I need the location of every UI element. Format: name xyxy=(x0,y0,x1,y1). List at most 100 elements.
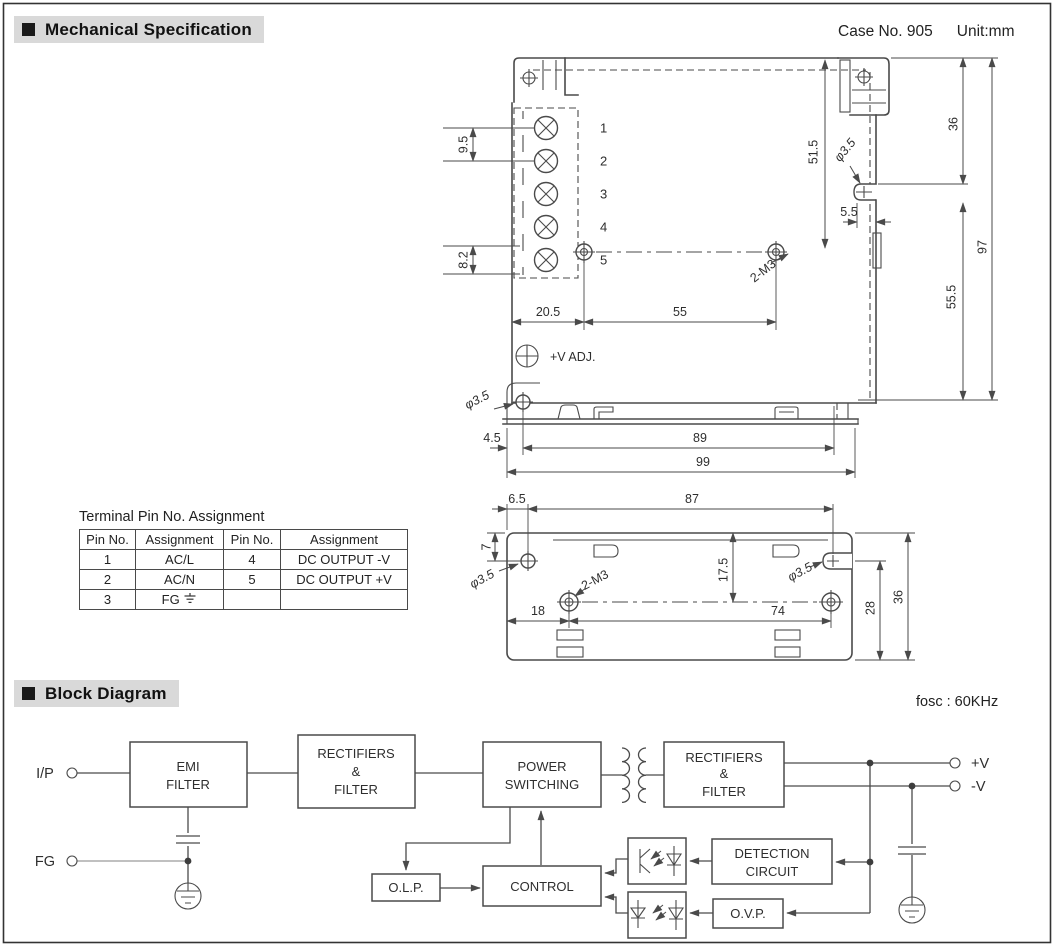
bottom-view-dimensions: 6.5 87 7 φ3.5 2-M3 17.5 φ3.5 18 74 xyxy=(467,492,915,661)
optocoupler-icon xyxy=(627,891,687,939)
fg-terminal-label: FG xyxy=(35,854,55,870)
dim-label: φ3.5 xyxy=(831,136,858,165)
box-label: RECTIFIERS xyxy=(317,746,395,761)
box-label: FILTER xyxy=(166,777,210,792)
pin-number: 5 xyxy=(600,253,607,268)
earth-ground-icon xyxy=(174,882,202,910)
pin-assignment-table: Pin No. Assignment Pin No. Assignment 1 … xyxy=(79,529,408,610)
input-terminal-icon xyxy=(66,767,78,779)
dim-label: 55 xyxy=(673,305,687,319)
terminal-pin-assignment: Terminal Pin No. Assignment Pin No. Assi… xyxy=(79,509,409,610)
case-outline xyxy=(502,57,890,425)
box-label: SWITCHING xyxy=(505,777,579,792)
bottom-case-outline xyxy=(506,532,866,661)
table-row: 2 AC/N 5 DC OUTPUT +V xyxy=(79,569,408,590)
negative-output-terminal-icon xyxy=(949,780,961,792)
front-view-dimensions: 9.5 8.2 51.5 φ3.5 5.5 36 55.5 97 xyxy=(443,57,998,478)
optocoupler-icon xyxy=(627,837,687,885)
base-hole-icon xyxy=(513,392,533,412)
box-label: FILTER xyxy=(334,782,378,797)
block-diagram-header: Block Diagram xyxy=(14,680,179,707)
terminal-screw-icon xyxy=(533,115,559,141)
dim-label: 18 xyxy=(531,604,545,618)
box-label: & xyxy=(720,766,729,781)
section-bullet-icon xyxy=(22,23,35,36)
assignment-cell: DC OUTPUT -V xyxy=(280,549,408,570)
box-label: RECTIFIERS xyxy=(685,750,763,765)
output-rectifier-box: RECTIFIERS & FILTER xyxy=(663,741,785,808)
dim-label: 74 xyxy=(771,604,785,618)
pin-table-title: Terminal Pin No. Assignment xyxy=(79,509,265,525)
case-info: Case No. 905 Unit:mm xyxy=(838,23,1014,41)
dim-label: 55.5 xyxy=(945,285,959,309)
detection-circuit-box: DETECTION CIRCUIT xyxy=(711,838,833,885)
y-capacitor-icon xyxy=(176,835,200,844)
pin-number: 2 xyxy=(600,154,607,169)
block-diagram-title: Block Diagram xyxy=(45,683,167,703)
terminal-screw-icon xyxy=(533,148,559,174)
terminal-block: 1 2 3 4 5 xyxy=(513,107,607,279)
transformer-icon xyxy=(621,747,647,804)
pin-no-cell: 3 xyxy=(79,589,136,610)
junction-dot xyxy=(184,857,192,865)
pin-number: 4 xyxy=(600,220,607,235)
pin-number: 3 xyxy=(600,187,607,202)
dim-label: 36 xyxy=(892,590,906,604)
dim-label: 4.5 xyxy=(483,431,500,445)
input-terminal-label: I/P xyxy=(36,766,54,782)
dim-label: φ3.5 xyxy=(785,560,814,584)
terminal-screw-icon xyxy=(533,214,559,240)
side-hole-center-mark xyxy=(856,186,872,198)
junction-dot xyxy=(866,759,874,767)
case-number: Case No. 905 xyxy=(838,23,933,40)
box-label: DETECTION xyxy=(734,846,809,861)
voltage-adjust-pot: +V ADJ. xyxy=(515,344,596,368)
junction-dot xyxy=(908,782,916,790)
dim-label: φ3.5 xyxy=(462,388,491,412)
dim-label: 20.5 xyxy=(536,305,560,319)
negative-output-label: -V xyxy=(971,779,986,795)
box-label: FILTER xyxy=(702,784,746,799)
olp-box: O.L.P. xyxy=(371,873,441,902)
mounting-hole-icon xyxy=(819,590,843,614)
unit-label: Unit:mm xyxy=(956,23,1015,40)
assignment-cell xyxy=(280,589,408,610)
vent-slots xyxy=(556,544,801,658)
earth-ground-icon xyxy=(184,593,196,603)
dim-label: 51.5 xyxy=(807,140,821,164)
dim-label: 17.5 xyxy=(717,558,731,582)
terminal-screw-icon xyxy=(533,247,559,273)
table-header-row: Pin No. Assignment Pin No. Assignment xyxy=(79,529,408,550)
dim-label: 89 xyxy=(693,431,707,445)
corner-hole-icon xyxy=(855,68,873,86)
mechanical-specification-title: Mechanical Specification xyxy=(45,19,252,39)
box-label: O.V.P. xyxy=(730,906,765,921)
case-hidden-edges xyxy=(533,69,871,419)
dim-label: 97 xyxy=(976,240,990,254)
dim-label: 9.5 xyxy=(457,136,471,153)
dim-label: φ3.5 xyxy=(467,567,496,591)
earth-ground-icon xyxy=(898,896,926,924)
pin-number: 1 xyxy=(600,121,607,136)
box-label: EMI xyxy=(176,759,199,774)
mechanical-specification-header: Mechanical Specification xyxy=(14,16,264,43)
base-hole-icon xyxy=(518,551,538,571)
dim-label: 87 xyxy=(685,492,699,506)
wires xyxy=(77,759,950,917)
dim-label: 99 xyxy=(696,455,710,469)
table-row: 3 FG xyxy=(79,589,408,610)
dim-label: 5.5 xyxy=(840,205,857,219)
block-diagram: I/P FG +V -V xyxy=(35,734,989,939)
mechanical-front-view: 1 2 3 4 5 +V ADJ. xyxy=(443,57,998,478)
dim-label: 8.2 xyxy=(457,251,471,268)
mechanical-bottom-view: 6.5 87 7 φ3.5 2-M3 17.5 φ3.5 18 74 xyxy=(467,492,915,661)
col-header: Assignment xyxy=(280,529,408,550)
fg-terminal-icon xyxy=(66,855,78,867)
oscillator-frequency: fosc : 60KHz xyxy=(916,694,999,710)
dim-label: 6.5 xyxy=(508,492,525,506)
box-label: & xyxy=(352,764,361,779)
fg-label: FG xyxy=(161,592,180,607)
